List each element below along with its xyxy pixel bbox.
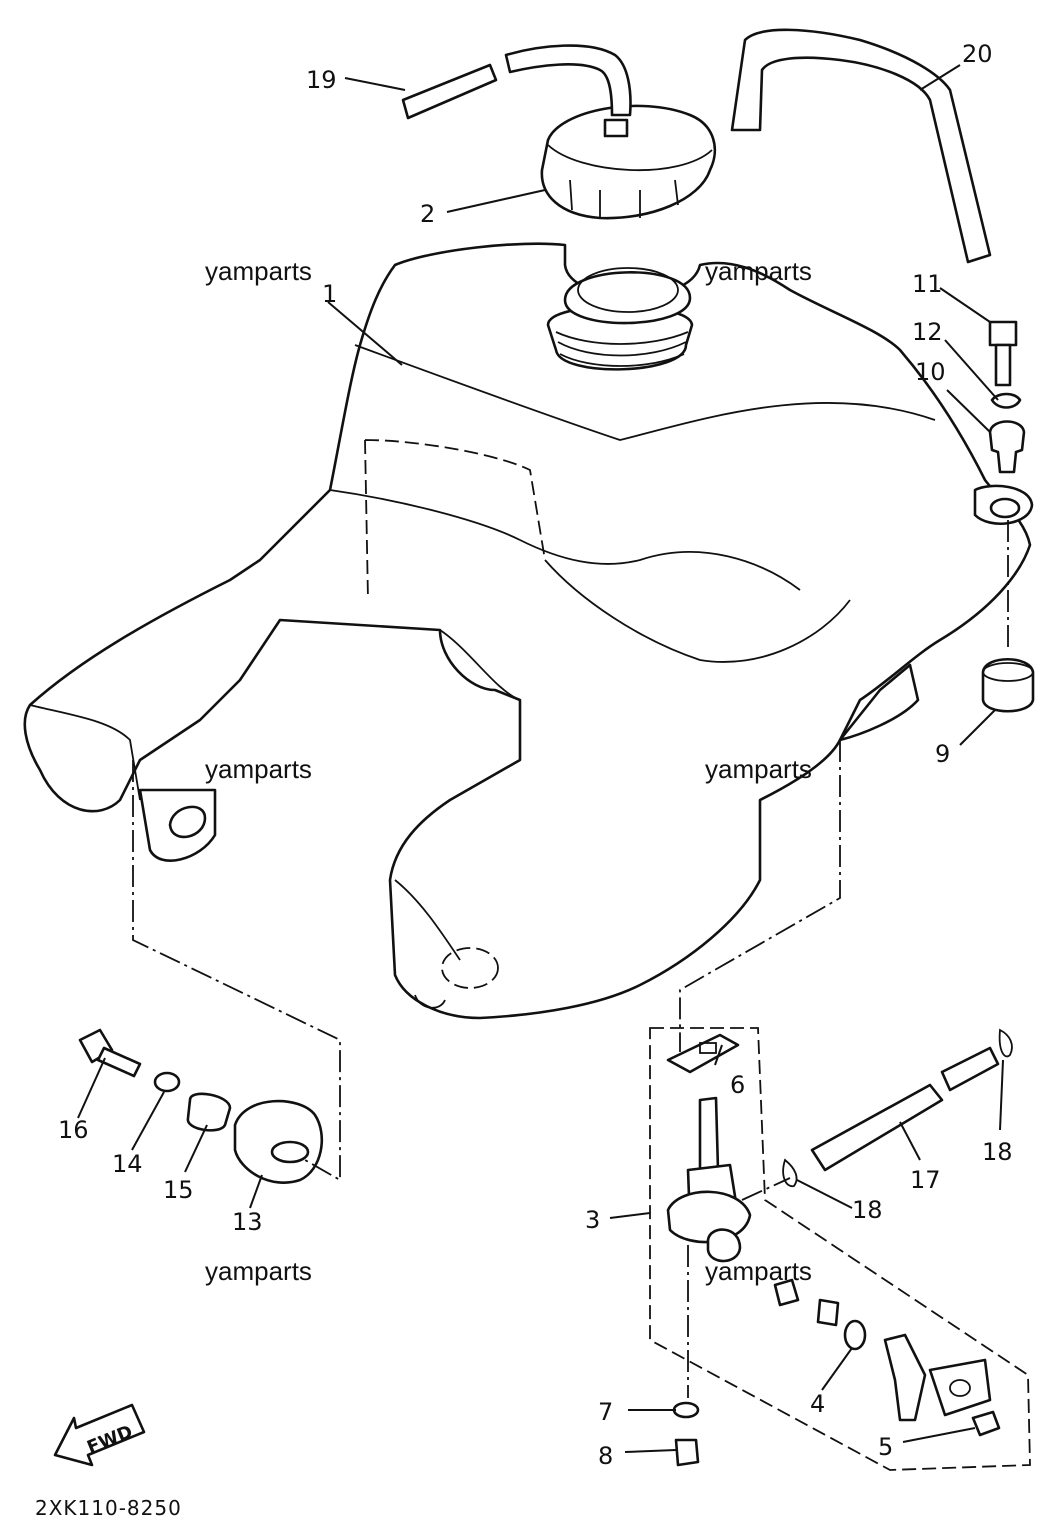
watermark: yamparts — [705, 754, 812, 784]
callout-14: 14 — [112, 1150, 143, 1178]
callout-3: 3 — [585, 1206, 600, 1234]
mount-bolt-set — [988, 320, 1026, 474]
callout-numbers: 1 2 3 4 5 6 7 8 9 10 11 12 13 14 15 16 1… — [58, 40, 1013, 1470]
callout-18-b: 18 — [982, 1138, 1013, 1166]
fuel-hose-set — [782, 1028, 1013, 1188]
callout-18-a: 18 — [852, 1196, 883, 1224]
callout-20: 20 — [962, 40, 993, 68]
watermark: yamparts — [205, 256, 312, 286]
watermark: yamparts — [705, 256, 812, 286]
callout-12: 12 — [912, 318, 943, 346]
callout-10: 10 — [915, 358, 946, 386]
tank-strap — [730, 28, 992, 264]
front-mount-hardware — [78, 1028, 323, 1184]
callout-17: 17 — [910, 1166, 941, 1194]
watermarks: yamparts yamparts yamparts yamparts yamp… — [205, 256, 812, 1286]
callout-13: 13 — [232, 1208, 263, 1236]
fuel-cap — [540, 104, 717, 220]
callout-2: 2 — [420, 200, 435, 228]
callout-15: 15 — [163, 1176, 194, 1204]
drawing-code: 2XK110-8250 — [35, 1496, 182, 1520]
callout-9: 9 — [935, 740, 950, 768]
callout-4: 4 — [810, 1390, 825, 1418]
callout-1: 1 — [322, 280, 337, 308]
tank-damper — [981, 658, 1035, 713]
leader-lines — [77, 64, 1004, 1453]
watermark: yamparts — [205, 1256, 312, 1286]
callout-11: 11 — [912, 270, 943, 298]
callout-19: 19 — [306, 66, 337, 94]
watermark: yamparts — [205, 754, 312, 784]
callout-6: 6 — [730, 1071, 745, 1099]
assembly-lines — [132, 520, 1009, 1398]
fuel-tank — [23, 242, 1034, 1020]
fwd-arrow: FWD — [53, 1403, 146, 1467]
callout-8: 8 — [598, 1442, 613, 1470]
fuel-cock-assembly — [649, 1027, 1031, 1471]
callout-5: 5 — [878, 1433, 893, 1461]
callout-16: 16 — [58, 1116, 89, 1144]
watermark: yamparts — [705, 1256, 812, 1286]
callout-7: 7 — [598, 1398, 613, 1426]
breather-hose — [401, 44, 632, 120]
